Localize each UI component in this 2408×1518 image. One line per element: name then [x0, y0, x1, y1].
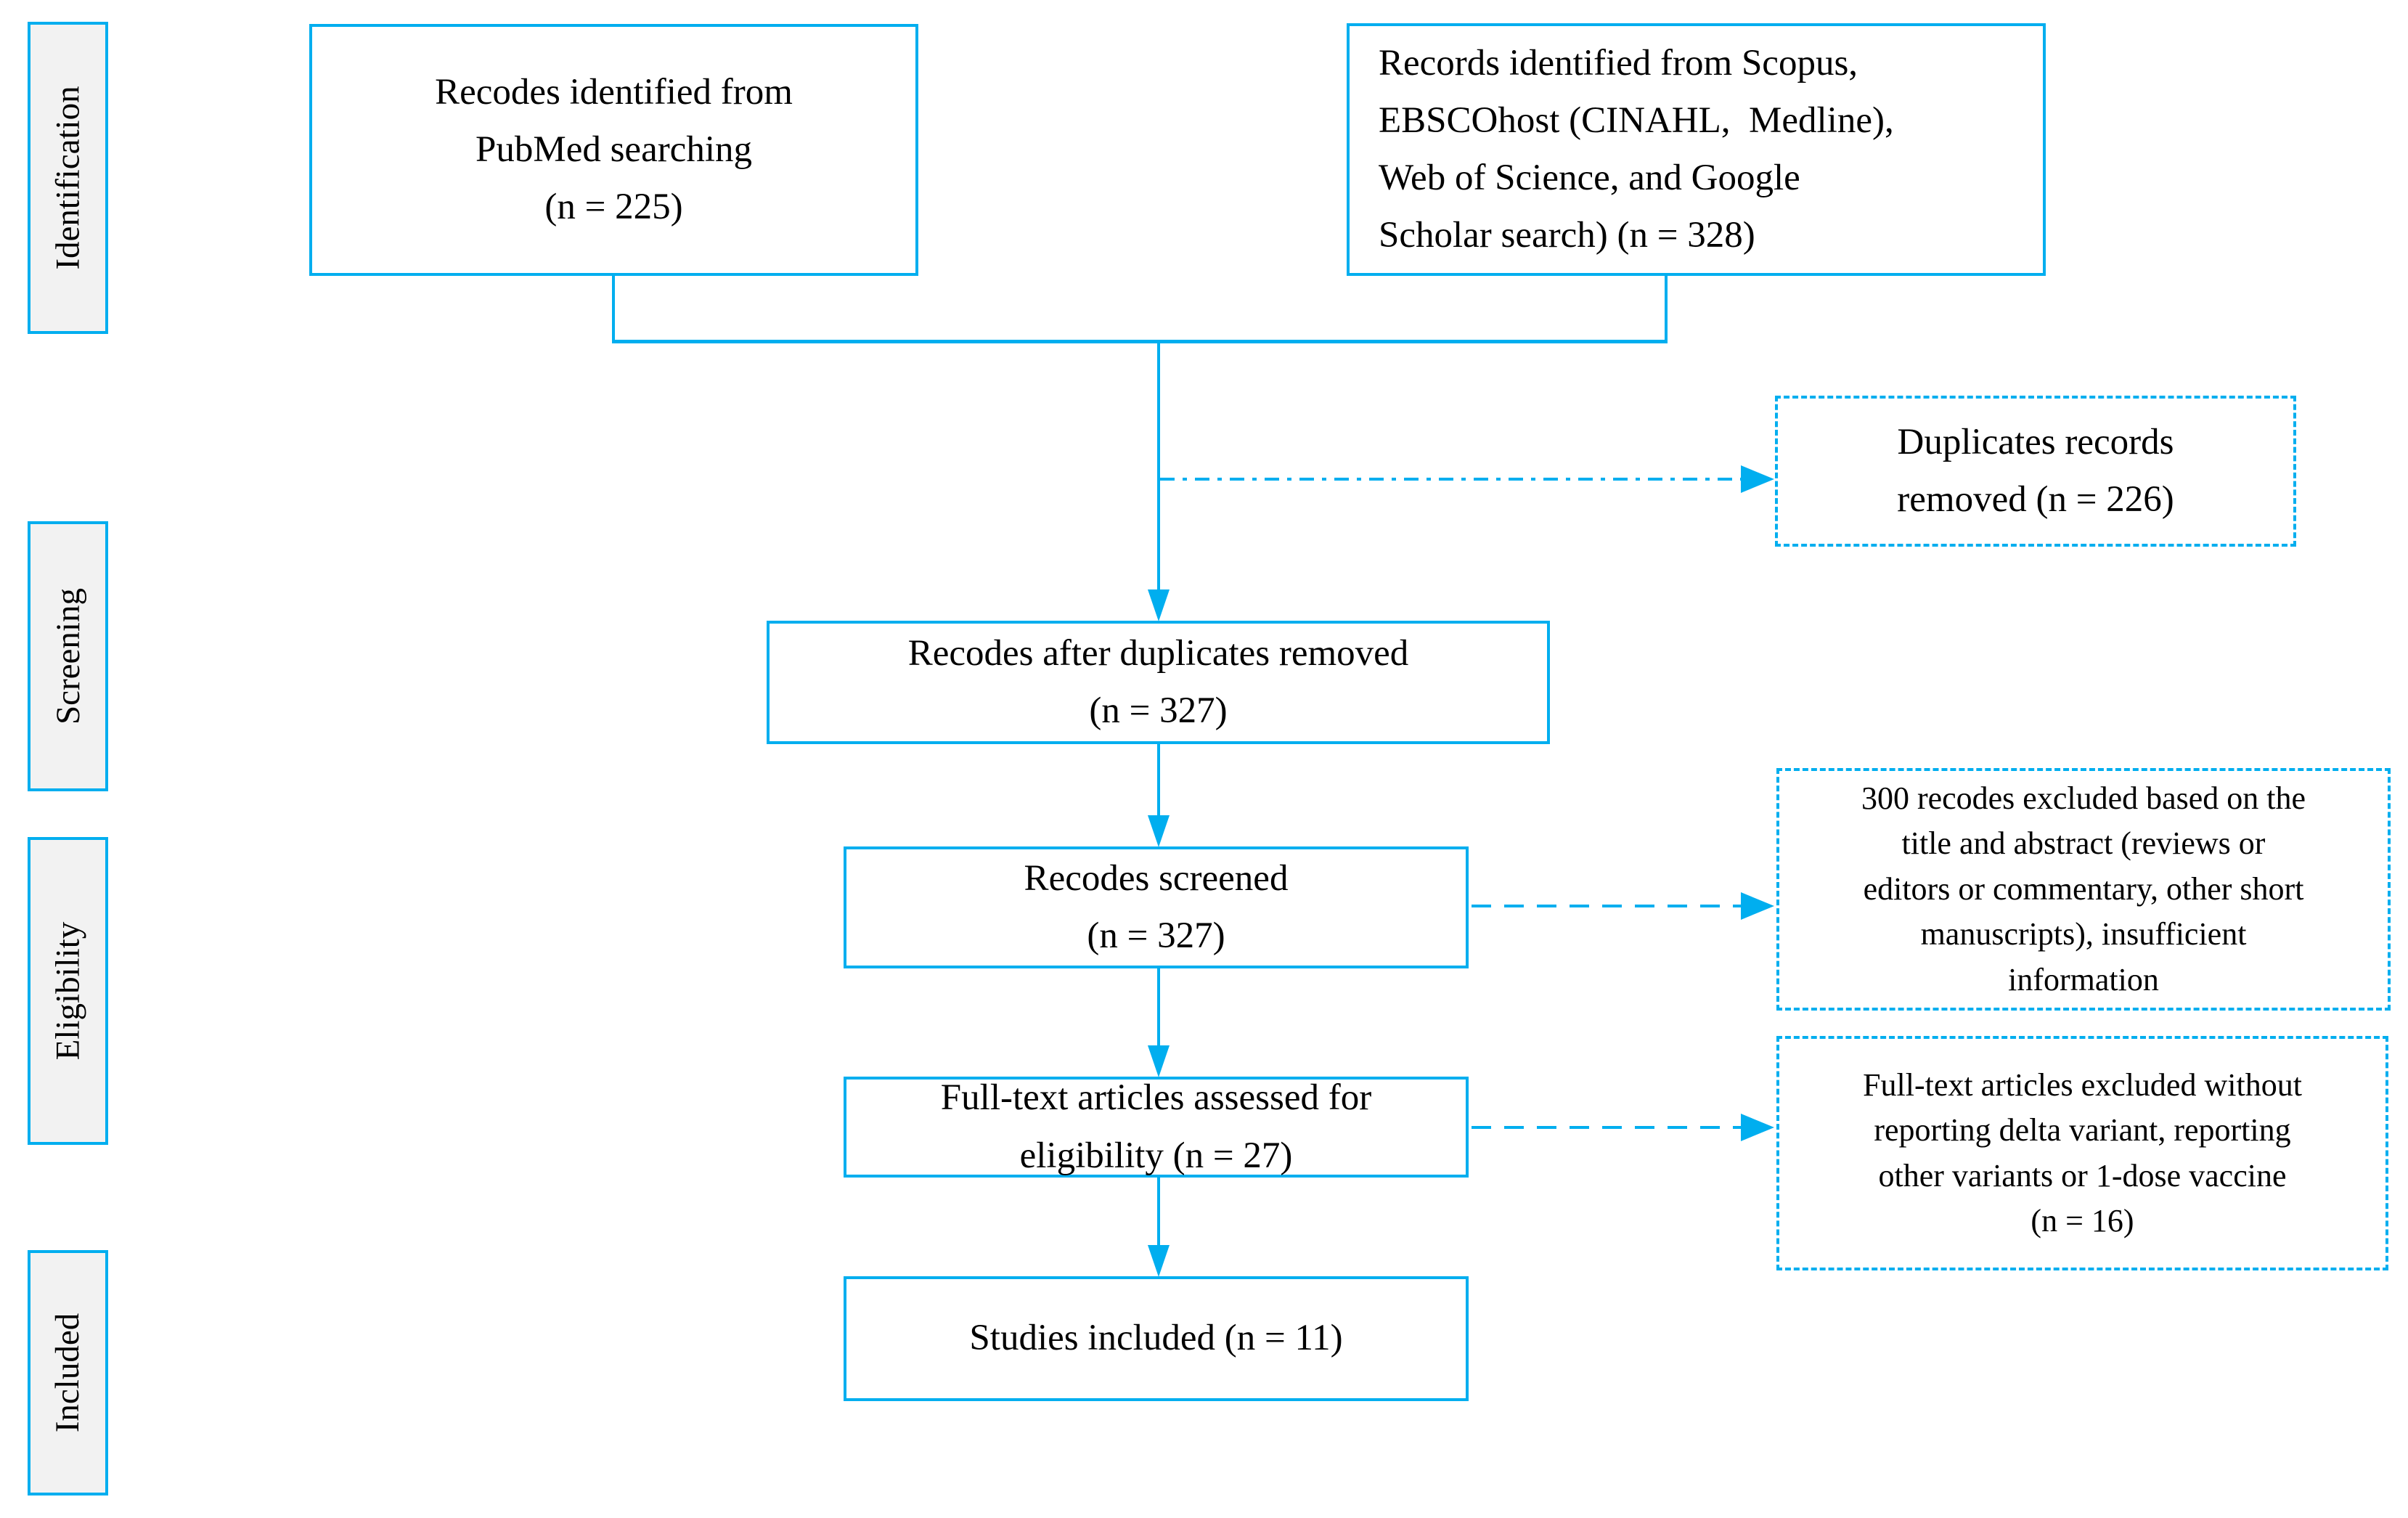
arrowhead-into-studies-included: [1148, 1245, 1170, 1277]
box-records-screened-text: Recodes screened (n = 327): [1024, 857, 1289, 956]
connector-merge-down: [1157, 340, 1160, 592]
connector-pubmed-down: [612, 276, 615, 341]
box-records-pubmed-text: Recodes identified from PubMed searching…: [435, 71, 793, 228]
box-records-databases-text: Records identified from Scopus, EBSCOhos…: [1379, 42, 1894, 256]
connector-fulltext-excluded-branch: [1472, 1126, 1741, 1129]
connector-databases-down: [1665, 276, 1668, 341]
arrowhead-into-fulltext: [1148, 1045, 1170, 1077]
connector-screened-excluded-branch: [1472, 905, 1741, 907]
box-fulltext-excluded-text: Full-text articles excluded without repo…: [1863, 1066, 2302, 1239]
box-studies-included: Studies included (n = 11): [844, 1276, 1469, 1401]
connector-merge-horizontal: [612, 340, 1668, 343]
stage-label-screening: Screening: [28, 521, 108, 791]
connector-duplicates-branch: [1160, 478, 1741, 481]
arrowhead-into-screened-excluded: [1741, 892, 1774, 920]
arrowhead-into-duplicates: [1741, 465, 1774, 493]
arrowhead-into-fulltext-excluded: [1741, 1114, 1774, 1141]
connector-screened-down: [1157, 967, 1160, 1047]
box-records-pubmed: Recodes identified from PubMed searching…: [309, 24, 918, 276]
box-fulltext-excluded: Full-text articles excluded without repo…: [1776, 1036, 2388, 1270]
box-fulltext-assessed-text: Full-text articles assessed for eligibil…: [940, 1077, 1372, 1176]
connector-after-duplicates-down: [1157, 744, 1160, 817]
connector-fulltext-down: [1157, 1176, 1160, 1246]
box-duplicates-removed-text: Duplicates records removed (n = 226): [1897, 421, 2174, 520]
box-records-databases: Records identified from Scopus, EBSCOhos…: [1347, 23, 2046, 276]
box-screened-excluded: 300 recodes excluded based on the title …: [1776, 768, 2391, 1011]
box-records-screened: Recodes screened (n = 327): [844, 846, 1469, 968]
arrowhead-into-screened: [1148, 815, 1170, 847]
stage-label-screening-text: Screening: [49, 588, 87, 725]
box-studies-included-text: Studies included (n = 11): [969, 1318, 1343, 1359]
stage-label-included-text: Included: [49, 1313, 87, 1433]
stage-label-included: Included: [28, 1250, 108, 1495]
box-fulltext-assessed: Full-text articles assessed for eligibil…: [844, 1077, 1469, 1178]
arrowhead-into-after-duplicates: [1148, 589, 1170, 621]
stage-label-eligibility-text: Eligibility: [49, 921, 87, 1061]
stage-label-eligibility: Eligibility: [28, 837, 108, 1145]
box-after-duplicates-text: Recodes after duplicates removed (n = 32…: [907, 632, 1409, 731]
box-after-duplicates: Recodes after duplicates removed (n = 32…: [767, 621, 1550, 744]
stage-label-identification: Identification: [28, 22, 108, 334]
box-duplicates-removed: Duplicates records removed (n = 226): [1775, 396, 2296, 547]
box-screened-excluded-text: 300 recodes excluded based on the title …: [1861, 780, 2306, 997]
stage-label-identification-text: Identification: [49, 86, 87, 270]
